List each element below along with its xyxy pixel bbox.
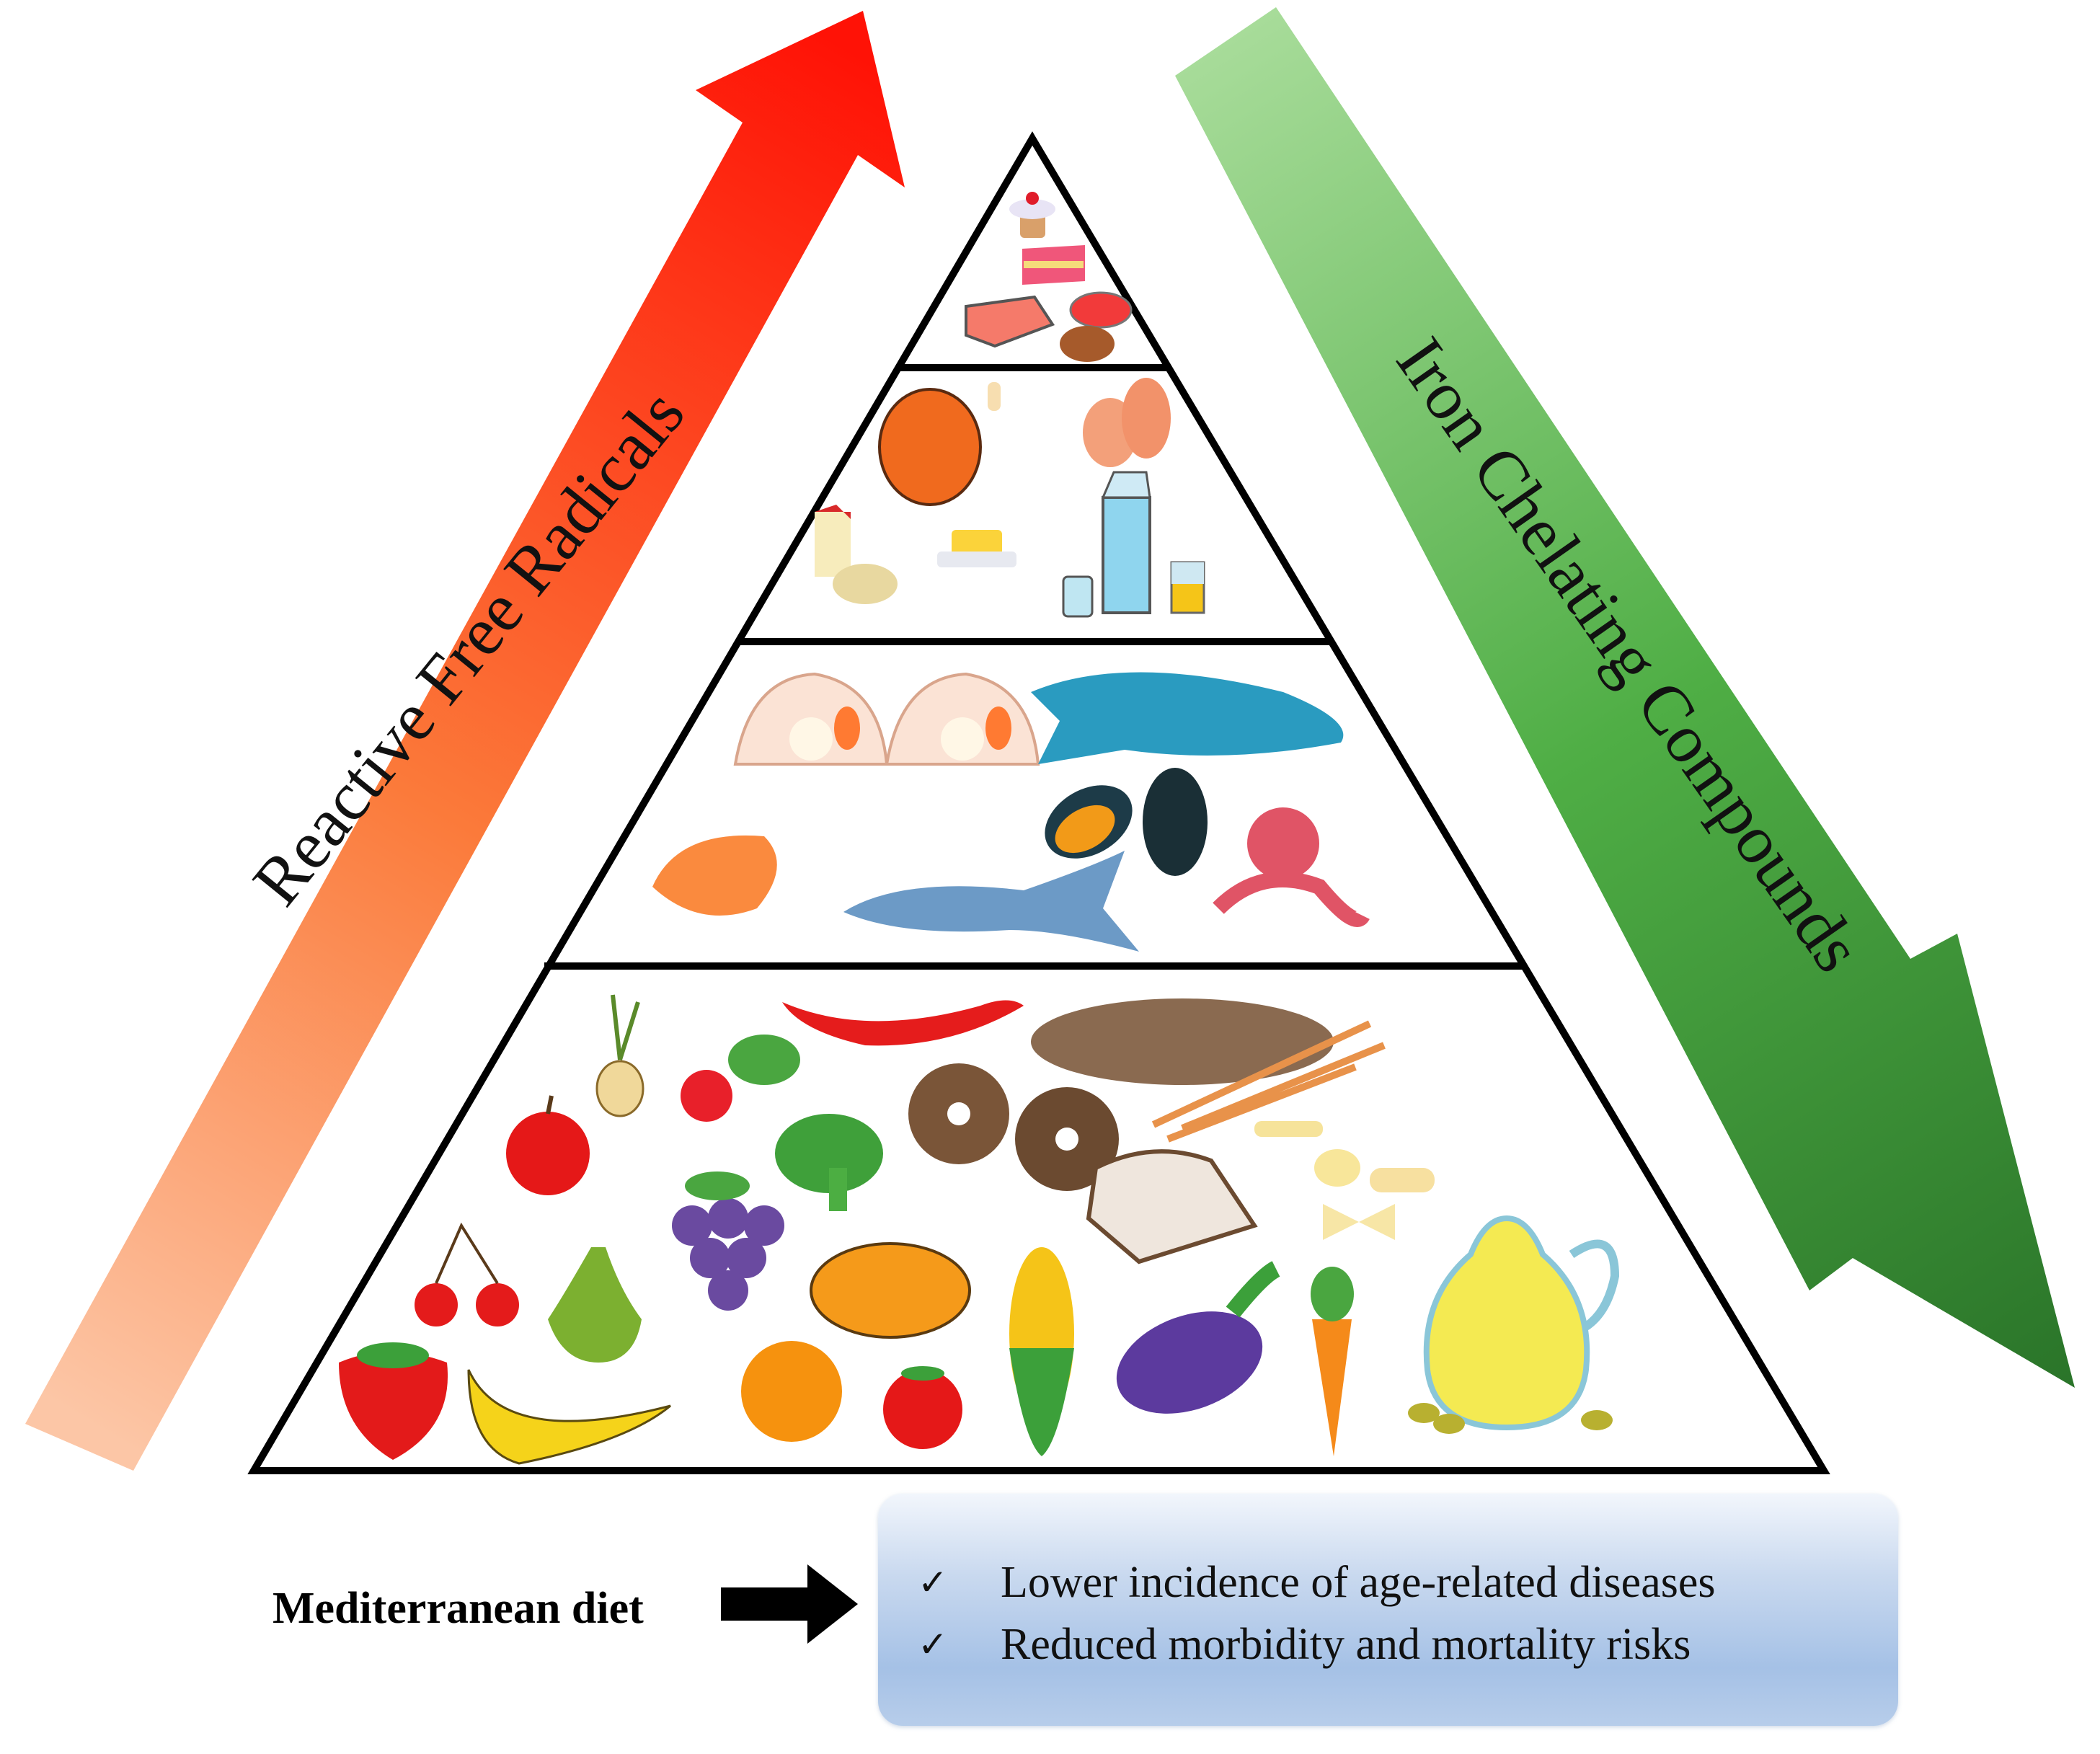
tomato-icon [883,1366,962,1449]
pumpkin-icon [810,1242,971,1339]
grapes-icon [672,1171,784,1311]
yogurt-icon [1170,561,1205,614]
milk-glass-icon [1062,575,1094,618]
onion-icon [595,994,644,1117]
eggs-icon [1083,378,1171,467]
radish-icon [681,1035,800,1122]
pasta-icon [1254,1121,1435,1240]
banana-icon [467,1369,671,1465]
tier-plant-foods [339,994,1620,1465]
sliced-bread-icon [1086,1149,1258,1264]
eggplant-icon [1116,1261,1280,1414]
roast-chicken-icon [878,382,1001,506]
tier-poultry-dairy [815,378,1205,618]
corn-icon [1009,1247,1074,1456]
outcome-item: ✓ Lower incidence of age-related disease… [918,1551,1716,1613]
cupcake-icon [1009,192,1055,238]
strawberry-icon [339,1342,448,1460]
bread-loaf-icon [1031,998,1334,1085]
olives-icon [1408,1403,1613,1434]
orange-icon [741,1341,842,1442]
sausage-patty-icon [1060,326,1115,362]
bagels-icon [908,1063,1119,1191]
mediterranean-diet-label: Mediterranean diet [273,1584,644,1633]
shrimp-icon [652,835,777,916]
mussels-icon [1045,768,1208,876]
scallops-icon [733,672,1040,766]
right-arrow-icon [721,1564,858,1644]
olive-oil-icon [1423,1215,1620,1431]
carrot-icon [1311,1267,1354,1456]
broccoli-icon [775,1114,883,1211]
iron-chelating-compounds-arrow [1175,7,2075,1388]
checkmark-icon: ✓ [918,1624,948,1665]
pork-chop-icon [965,295,1055,348]
health-outcomes-box: ✓ Lower incidence of age-related disease… [878,1494,1898,1726]
tier-sweets-meat [965,192,1133,362]
wheat-icon [1151,1020,1386,1143]
octopus-icon [1213,807,1370,927]
silver-fish-icon [843,851,1139,952]
outcome-text: Reduced morbidity and mortality risks [1001,1620,1691,1669]
outcome-list: ✓ Lower incidence of age-related disease… [918,1551,1716,1675]
blue-fish-icon [1031,672,1344,764]
butter-icon [937,530,1016,567]
cake-slice-icon [1022,245,1085,285]
apple-icon [506,1095,590,1195]
cherries-icon [415,1222,519,1326]
outcome-text: Lower incidence of age-related diseases [1001,1558,1716,1607]
pear-icon [548,1247,642,1363]
steak-icon [1069,291,1133,329]
checkmark-icon: ✓ [918,1562,948,1603]
cheese-icon [815,505,898,604]
tier-seafood [652,672,1370,952]
food-pyramid [247,131,1830,1474]
chili-pepper-icon [782,1000,1024,1046]
reactive-free-radicals-arrow [25,11,905,1471]
outcome-item: ✓ Reduced morbidity and mortality risks [918,1613,1716,1675]
milk-carton-icon [1101,471,1151,614]
